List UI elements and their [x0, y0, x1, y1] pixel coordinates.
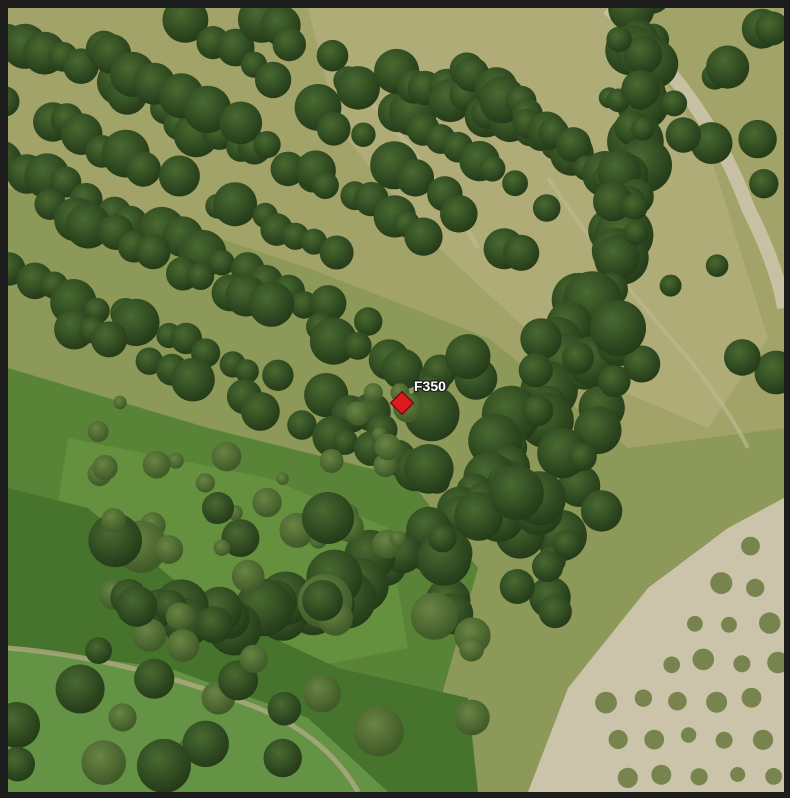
diamond-marker-icon[interactable]: [389, 390, 415, 416]
aerial-imagery: F350: [8, 8, 784, 792]
map-marker[interactable]: F350: [389, 377, 447, 416]
marker-label: F350: [414, 378, 446, 394]
